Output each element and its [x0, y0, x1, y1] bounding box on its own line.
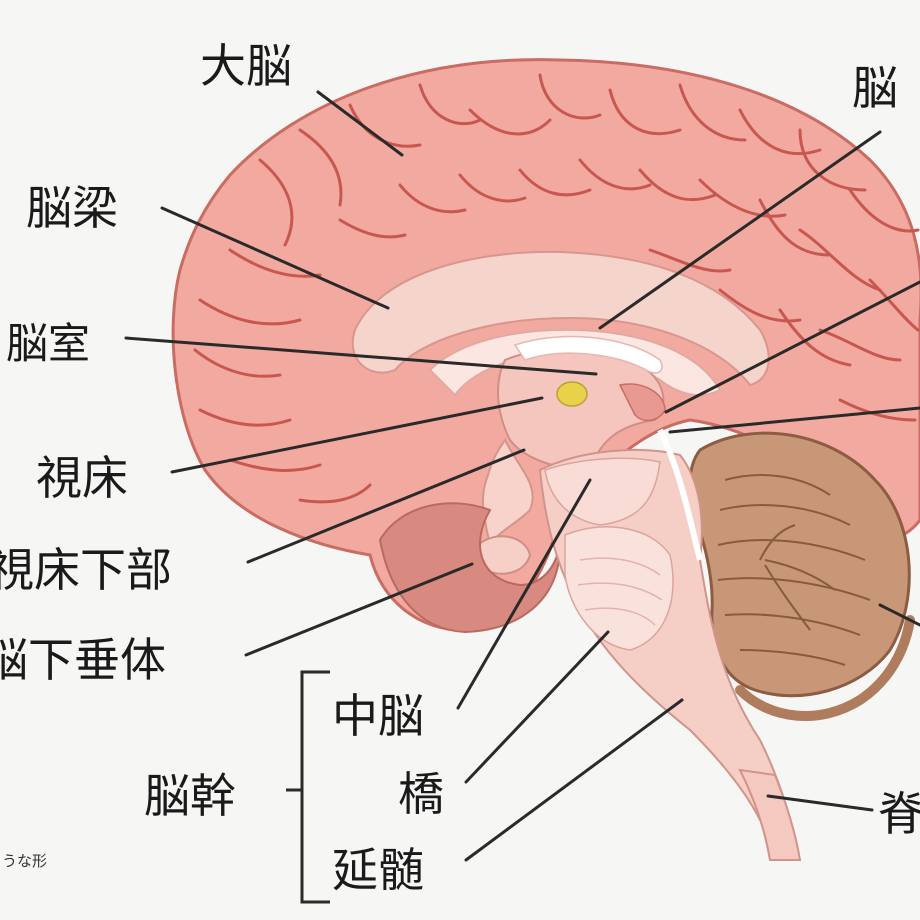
leader-pons: [464, 630, 610, 784]
leader-cerebrum: [316, 90, 404, 157]
cerebellum-folia: [717, 474, 871, 666]
leader-spinal-cord: [766, 794, 874, 812]
leader-midbrain: [456, 478, 592, 710]
label-brainstem: 脳幹: [144, 769, 236, 823]
label-bottom-left-partial: うな形: [2, 852, 47, 870]
leader-corpus-callosum: [160, 206, 390, 310]
corpus-callosum-shape: [351, 250, 770, 387]
brainstem-bracket: [286, 670, 330, 904]
cerebral-sulci: [193, 73, 920, 504]
leader-top-right-1: [598, 130, 882, 330]
leader-pituitary: [244, 562, 474, 657]
label-cerebrum: 大脳: [200, 39, 292, 93]
leader-lines: [124, 90, 920, 862]
cerebellum-rim: [735, 615, 915, 721]
leader-ventricle: [124, 336, 598, 376]
fourth-ventricle: [657, 428, 703, 561]
leader-medulla: [464, 698, 684, 862]
label-pituitary: 脳下垂体: [0, 633, 166, 687]
interthalamic-adhesion: [556, 381, 588, 407]
label-midbrain: 中脳: [332, 689, 424, 743]
leader-thalamus: [170, 396, 544, 474]
label-bottom-right-partial: 脊: [878, 787, 920, 841]
label-thalamus: 視床: [36, 451, 128, 505]
spinal-cord-shape: [738, 768, 802, 861]
leader-top-right-2: [664, 280, 920, 414]
ventricle-shape: [513, 335, 663, 374]
label-ventricle: 脳室: [6, 319, 90, 368]
label-medulla: 延髄: [332, 843, 424, 897]
leader-cerebellum-right: [878, 603, 920, 627]
pons-shape: [564, 526, 674, 651]
leader-hypothalamus: [246, 448, 526, 564]
pons-fibers: [577, 557, 663, 626]
label-pons: 橋: [398, 767, 444, 821]
label-corpus-callosum: 脳梁: [26, 181, 118, 235]
pineal-shape: [618, 383, 666, 422]
label-hypothalamus: 視床下部: [0, 543, 172, 597]
label-top-right-partial: 脳: [852, 61, 898, 115]
leader-top-right-3: [668, 406, 920, 434]
temporal-lobe-shape: [378, 502, 561, 634]
